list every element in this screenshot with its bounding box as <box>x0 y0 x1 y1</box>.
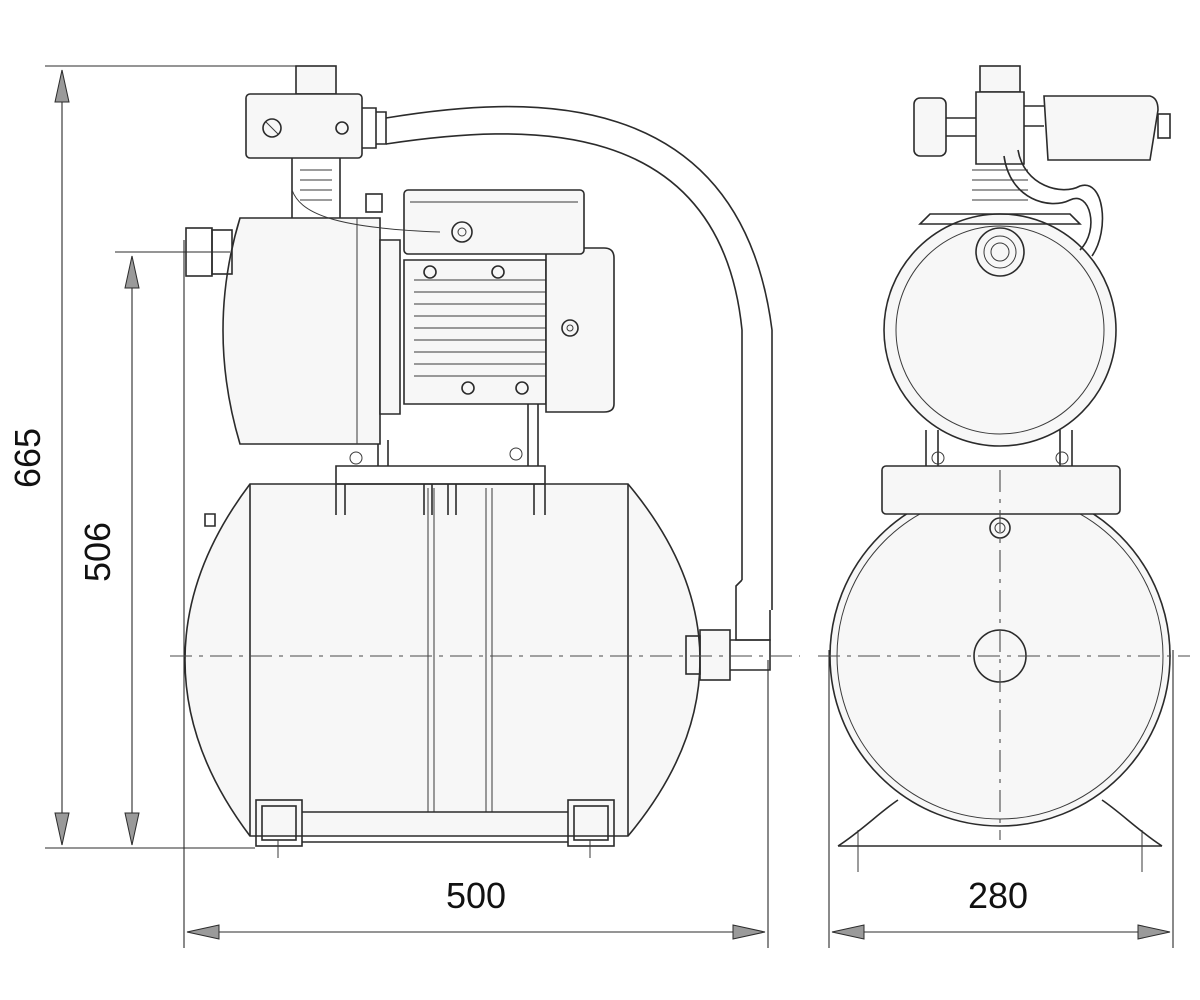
front-valve <box>913 65 1028 201</box>
fan-cover <box>545 247 615 413</box>
dimension-label-280: 280 <box>968 875 1028 916</box>
tank-feet <box>255 799 615 858</box>
center-lines <box>170 470 1190 840</box>
front-pressure-switch <box>1003 95 1171 257</box>
pump-housing <box>222 217 381 445</box>
dimension-label-500: 500 <box>446 875 506 916</box>
pressure-switch <box>245 65 441 233</box>
hose <box>385 105 773 610</box>
pump-bracket <box>335 400 546 515</box>
tank-valve <box>204 513 216 527</box>
pressure-tank <box>184 483 701 837</box>
motor <box>379 239 615 415</box>
dimension-height-506: 506 <box>77 251 230 846</box>
dimension-label-506: 506 <box>77 522 118 582</box>
side-view <box>184 65 773 858</box>
valve-knob <box>913 97 947 157</box>
outlet-fitting <box>699 629 731 681</box>
dimension-label-665: 665 <box>7 428 48 488</box>
cooling-fins <box>414 279 546 377</box>
dimension-width-280: 280 <box>828 650 1174 948</box>
dimension-height-665: 665 <box>7 65 300 849</box>
front-feet <box>837 799 1163 847</box>
dimension-length-500: 500 <box>183 240 769 948</box>
terminal-box <box>365 189 585 255</box>
